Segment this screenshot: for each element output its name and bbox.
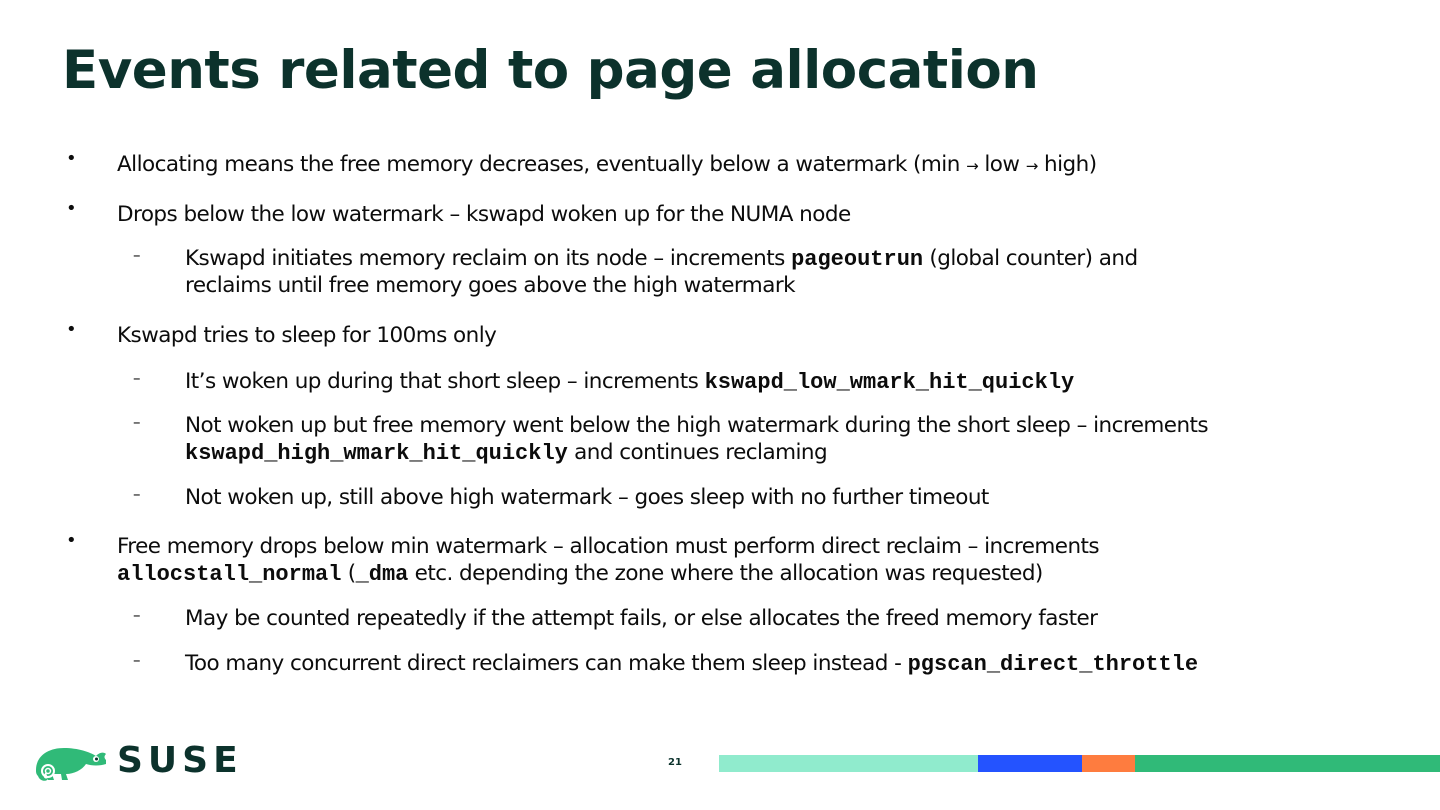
- footer-bar-blue: [978, 755, 1082, 772]
- dash-marker: –: [133, 651, 141, 669]
- bullet-direct-reclaim: Free memory drops below min watermark – …: [117, 534, 1100, 559]
- subbullet-concurrent-reclaimers: Too many concurrent direct reclaimers ca…: [185, 650, 1198, 678]
- bullet-text: high): [1037, 152, 1097, 177]
- subbullet-kswapd-reclaim-cont: reclaims until free memory goes above th…: [185, 273, 796, 298]
- bullet-marker: •: [66, 198, 77, 219]
- subbullet-not-woken-below-high-cont: kswapd_high_wmark_hit_quickly and contin…: [185, 439, 828, 467]
- code-pgscan-direct-throttle: pgscan_direct_throttle: [907, 652, 1199, 677]
- bullet-text: and continues reclaming: [567, 440, 828, 465]
- bullet-text: Kswapd initiates memory reclaim on its n…: [185, 246, 792, 271]
- subbullet-not-woken-above-high: Not woken up, still above high watermark…: [185, 485, 989, 510]
- right-arrow-icon: →: [1025, 157, 1039, 175]
- bullet-marker: •: [66, 530, 77, 551]
- dash-marker: –: [133, 369, 141, 387]
- bullet-text: (global counter) and: [923, 246, 1138, 271]
- bullet-text: low: [978, 152, 1026, 177]
- code-dma: _dma: [355, 562, 409, 587]
- slide-body: • Allocating means the free memory decre…: [66, 148, 1209, 678]
- dash-marker: –: [133, 413, 141, 431]
- code-allocstall-normal: allocstall_normal: [117, 562, 342, 587]
- code-kswapd-high-wmark: kswapd_high_wmark_hit_quickly: [185, 441, 568, 466]
- dash-marker: –: [133, 606, 141, 624]
- code-kswapd-low-wmark: kswapd_low_wmark_hit_quickly: [704, 370, 1075, 395]
- dash-marker: –: [133, 246, 141, 264]
- footer-bar-green: [1135, 755, 1440, 772]
- bullet-kswapd-sleep: Kswapd tries to sleep for 100ms only: [117, 323, 497, 348]
- dash-marker: –: [133, 485, 141, 503]
- bullet-text: It’s woken up during that short sleep – …: [185, 369, 705, 394]
- bullet-text: Allocating means the free memory decreas…: [117, 152, 967, 177]
- bullet-drops-below-low: Drops below the low watermark – kswapd w…: [117, 202, 851, 227]
- subbullet-kswapd-reclaim: Kswapd initiates memory reclaim on its n…: [185, 245, 1138, 273]
- bullet-text: etc. depending the zone where the alloca…: [408, 561, 1044, 586]
- page-number: 21: [668, 757, 682, 768]
- bullet-allocating: Allocating means the free memory decreas…: [117, 151, 1097, 180]
- subbullet-not-woken-below-high: Not woken up but free memory went below …: [185, 413, 1209, 438]
- code-pageoutrun: pageoutrun: [791, 247, 924, 272]
- subbullet-woken-up: It’s woken up during that short sleep – …: [185, 368, 1074, 396]
- slide-title: Events related to page allocation: [62, 40, 1039, 101]
- bullet-marker: •: [66, 148, 77, 169]
- footer-bar-mint: [719, 755, 978, 772]
- footer-bar-orange: [1082, 755, 1135, 772]
- bullet-text: Too many concurrent direct reclaimers ca…: [185, 651, 908, 676]
- chameleon-logo-icon: [36, 748, 106, 781]
- right-arrow-icon: →: [966, 157, 979, 175]
- suse-brand-wordmark: SUSE: [117, 740, 243, 781]
- bullet-marker: •: [66, 319, 77, 340]
- bullet-text: (: [341, 561, 356, 586]
- subbullet-counted-repeatedly: May be counted repeatedly if the attempt…: [185, 606, 1098, 631]
- bullet-direct-reclaim-cont: allocstall_normal (_dma etc. depending t…: [117, 560, 1043, 588]
